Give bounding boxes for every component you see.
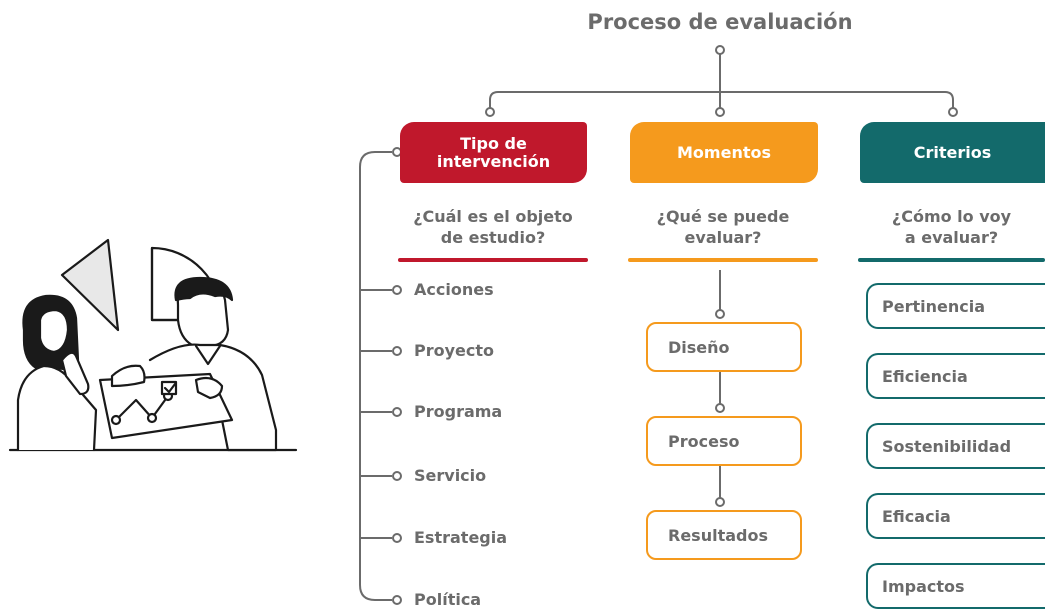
criterios-item-pertinencia: Pertinencia	[866, 283, 1045, 329]
header-tipo-line1: Tipo de	[460, 133, 527, 153]
question-criterios-line2: a evaluar?	[904, 228, 999, 247]
criterios-item-impactos: Impactos	[866, 563, 1045, 609]
underline-criterios	[858, 258, 1045, 262]
question-criterios: ¿Cómo lo voy a evaluar?	[858, 206, 1045, 248]
question-tipo: ¿Cuál es el objeto de estudio?	[398, 206, 588, 248]
tipo-item-programa: Programa	[414, 402, 503, 421]
criterios-item-eficiencia: Eficiencia	[866, 353, 1045, 399]
underline-tipo	[398, 258, 588, 262]
momentos-item-resultados: Resultados	[646, 510, 802, 560]
underline-momentos	[628, 258, 818, 262]
momentos-item-diseno: Diseño	[646, 322, 802, 372]
tipo-item-proyecto: Proyecto	[414, 341, 495, 360]
tipo-item-politica: Política	[414, 590, 482, 609]
question-momentos-line2: evaluar?	[684, 228, 762, 247]
tipo-item-estrategia: Estrategia	[414, 528, 508, 547]
header-criterios: Criterios	[860, 122, 1045, 183]
header-tipo-line2: intervención	[436, 151, 551, 171]
question-momentos-line1: ¿Qué se puede	[656, 207, 790, 226]
header-momentos: Momentos	[630, 122, 818, 183]
diagram-title: Proceso de evaluación	[587, 10, 853, 34]
question-tipo-line2: de estudio?	[440, 228, 546, 247]
question-tipo-line1: ¿Cuál es el objeto	[413, 207, 573, 226]
question-momentos: ¿Qué se puede evaluar?	[628, 206, 818, 248]
question-criterios-line1: ¿Cómo lo voy	[891, 207, 1012, 226]
tipo-item-servicio: Servicio	[414, 466, 487, 485]
momentos-item-proceso: Proceso	[646, 416, 802, 466]
criterios-item-sostenibilidad: Sostenibilidad	[866, 423, 1045, 469]
tipo-item-acciones: Acciones	[414, 280, 494, 299]
two-people-reviewing-charts-illustration	[8, 238, 298, 452]
criterios-item-eficacia: Eficacia	[866, 493, 1045, 539]
